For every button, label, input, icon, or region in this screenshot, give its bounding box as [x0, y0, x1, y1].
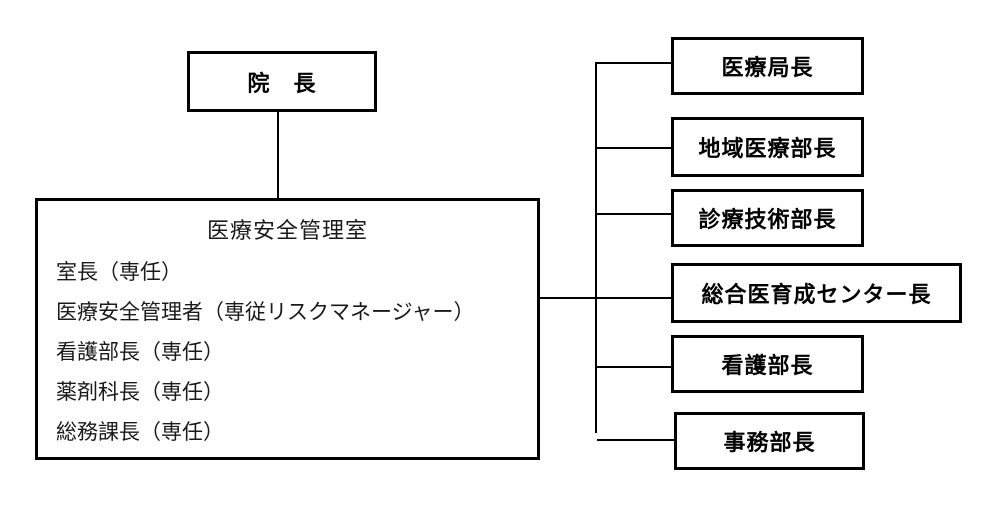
dept-label: 医療局長	[721, 55, 814, 80]
office-member: 看護部長（専任）	[56, 340, 224, 364]
node-nursing-dept-chief: 看護部長	[671, 335, 864, 393]
dept-label: 診療技術部長	[698, 207, 837, 232]
node-administration-dept-chief: 事務部長	[674, 412, 865, 470]
node-medical-bureau-chief: 医療局長	[671, 37, 864, 95]
node-clinical-technology-dept-chief: 診療技術部長	[671, 189, 864, 247]
office-title: 医療安全管理室	[206, 218, 368, 243]
node-general-medical-training-center-chief: 総合医育成センター長	[671, 263, 962, 323]
dept-label: 看護部長	[721, 353, 814, 378]
node-director-label: 院 長	[247, 70, 317, 96]
office-member: 総務課長（専任）	[56, 420, 224, 444]
dept-label: 事務部長	[723, 430, 816, 455]
node-regional-medical-dept-chief: 地域医療部長	[671, 117, 864, 177]
office-member-list: 室長（専任） 医療安全管理者（専従リスクマネージャー） 看護部長（専任） 薬剤科…	[38, 252, 537, 452]
node-medical-safety-office: 医療安全管理室 室長（専任） 医療安全管理者（専従リスクマネージャー） 看護部長…	[35, 198, 540, 460]
dept-label: 総合医育成センター長	[701, 282, 932, 307]
office-member: 薬剤科長（専任）	[56, 380, 224, 404]
node-director: 院 長	[187, 51, 377, 112]
office-member: 室長（専任）	[56, 260, 182, 284]
office-member: 医療安全管理者（専従リスクマネージャー）	[56, 300, 475, 324]
dept-label: 地域医療部長	[698, 136, 837, 161]
